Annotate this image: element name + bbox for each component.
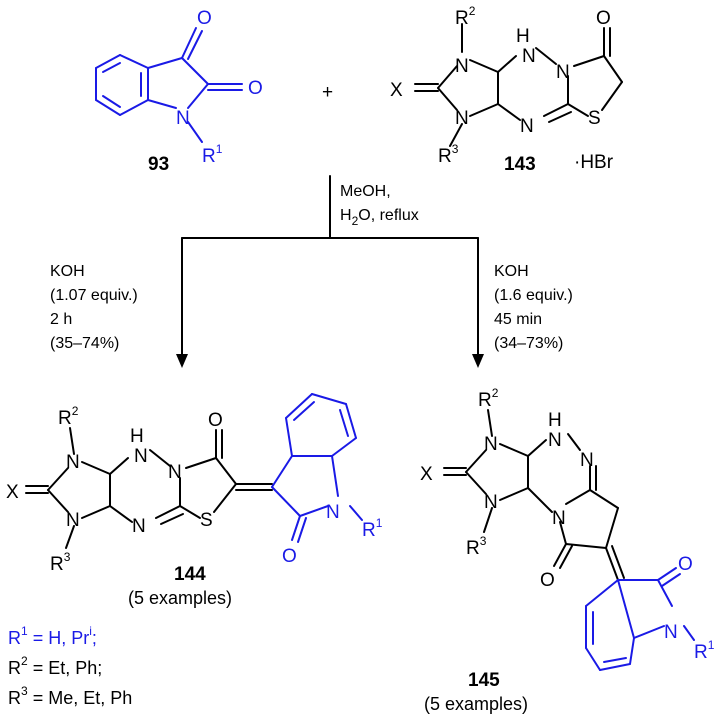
compound-145-label: 145 [468,670,500,691]
reagent-n3: N [556,62,570,83]
reagent-r2: R2 [455,4,476,29]
reagent-r3: R3 [438,142,459,167]
condition-left-2: (1.07 equiv.) [50,287,138,304]
p145-h: H [548,410,562,431]
reagent-nh-n: N [522,46,536,67]
substituent-r3: R3 = Me, Et, Ph [8,684,132,708]
compound-144-oxindole [271,393,363,543]
p144-r3: R3 [50,550,71,575]
condition-left-1: KOH [50,263,85,280]
p145-nh: N [548,430,562,451]
compound-93-structure [95,27,243,143]
p144-o: O [208,410,223,431]
compound-143-label: 143 [504,154,536,175]
reagent-x: X [390,80,403,101]
reagent-nh-h: H [516,26,530,47]
condition-main-1: MeOH, [340,183,391,200]
isatin-o1: O [197,8,212,29]
p144-oxindole-o: O [282,546,297,567]
p145-n2: N [484,492,498,513]
isatin-o2: O [248,78,263,99]
compound-143-salt: ·HBr [574,152,614,173]
condition-right-4: (34–73%) [494,335,563,352]
p145-o: O [540,570,555,591]
condition-right-2: (1.6 equiv.) [494,287,573,304]
compound-93-label: 93 [148,154,169,175]
p144-s: S [200,510,213,531]
p144-x: X [6,482,19,503]
compound-144-structure [25,427,273,549]
p145-oxindole-n: N [664,622,678,643]
reagent-s: S [588,108,601,129]
condition-right-1: KOH [494,263,529,280]
p144-n2: N [66,510,80,531]
reaction-arrows [176,175,484,368]
p144-r2: R2 [58,404,79,429]
substituent-r2: R2 = Et, Ph; [8,654,102,678]
p144-n4: N [132,516,146,537]
compound-144-note: (5 examples) [128,588,232,608]
isatin-r1: R1 [202,142,223,167]
compound-145-structure [443,409,625,581]
isatin-n: N [176,108,190,129]
compound-145-note: (5 examples) [424,694,528,714]
p144-r1: R1 [362,516,383,541]
p144-h: H [130,426,144,447]
p145-n1: N [484,434,498,455]
reagent-n4: N [520,116,534,137]
p144-n1: N [66,452,80,473]
compound-144-label: 144 [174,564,206,585]
compound-145-oxindole [585,567,695,671]
p144-n3: N [168,462,182,483]
p144-oxindole-n: N [326,502,340,523]
p145-r3: R3 [466,534,487,559]
condition-left-4: (35–74%) [50,335,119,352]
reagent-n1: N [455,56,469,77]
substituent-r1: R1 = H, Pri; [8,624,97,648]
reagent-o: O [596,8,611,29]
compound-143-structure [414,23,623,147]
p145-r2: R2 [478,386,499,411]
p145-r1: R1 [694,638,715,663]
condition-main-2: H2O, reflux [340,207,419,228]
p144-nh: N [134,446,148,467]
condition-left-3: 2 h [50,311,72,328]
p145-oxindole-o: O [678,554,693,575]
plus-sign: + [322,82,333,103]
p145-n4: N [552,508,566,529]
reagent-n2: N [455,108,469,129]
p145-n3: N [580,450,594,471]
condition-right-3: 45 min [494,311,542,328]
p145-x: X [420,464,433,485]
